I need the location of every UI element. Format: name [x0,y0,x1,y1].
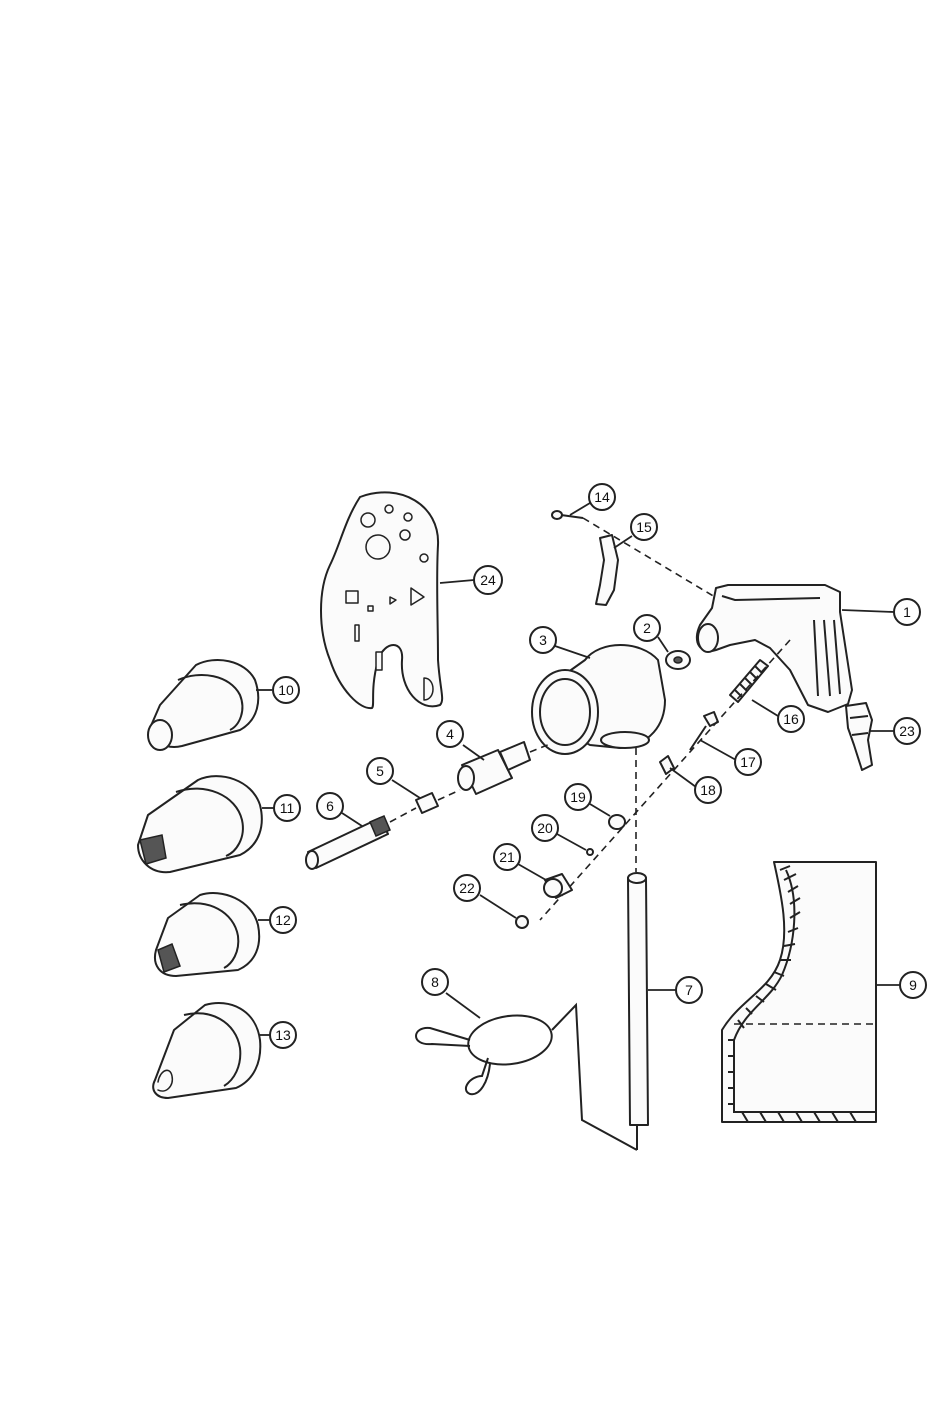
callout-24: 24 [474,566,502,594]
callout-23: 23 [894,718,920,744]
svg-text:1: 1 [903,604,911,620]
part-13-nozzle-cone [153,1003,270,1098]
svg-text:21: 21 [499,849,515,865]
part-15-trigger [596,535,632,605]
part-4-coupling [458,742,550,794]
svg-text:22: 22 [459,880,475,896]
part-14-pin [552,503,590,519]
svg-text:19: 19 [570,789,586,805]
svg-text:11: 11 [280,800,295,816]
part-18-seat [660,756,696,787]
callout-21: 21 [494,844,520,870]
svg-text:6: 6 [326,798,334,814]
svg-text:18: 18 [700,782,716,798]
callout-16: 16 [778,706,804,732]
svg-text:10: 10 [278,682,294,698]
svg-text:13: 13 [275,1027,291,1043]
callout-5: 5 [367,758,393,784]
part-8-wire-hanger [416,993,637,1150]
part-3-hopper-elbow [532,645,665,754]
part-24-stencil-palette [321,492,474,708]
part-12-nozzle-cone [155,893,270,976]
svg-text:8: 8 [431,974,439,990]
callout-9: 9 [900,972,926,998]
part-23-air-fitting [846,703,894,770]
svg-text:15: 15 [636,519,652,535]
part-19-nut [590,804,625,829]
svg-text:14: 14 [594,489,610,505]
part-2-nut [658,637,690,669]
svg-text:24: 24 [480,572,496,588]
callout-22: 22 [454,875,480,901]
part-17-valve-stem [690,712,736,760]
callout-6: 6 [317,793,343,819]
callout-20: 20 [532,815,558,841]
part-7-vertical-tube [628,873,676,1150]
part-22-tip [480,895,528,928]
callout-7: 7 [676,977,702,1003]
part-21-nozzle [518,864,572,898]
part-11-nozzle-cone [138,776,274,872]
part-5-connector [392,780,460,813]
svg-text:5: 5 [376,763,384,779]
svg-text:2: 2 [643,620,651,636]
callout-15: 15 [631,514,657,540]
svg-text:16: 16 [783,711,799,727]
part-20-o-ring [557,834,593,855]
callout-13: 13 [270,1022,296,1048]
callout-18: 18 [695,777,721,803]
svg-text:17: 17 [740,754,756,770]
svg-text:20: 20 [537,820,553,836]
svg-text:7: 7 [685,982,693,998]
part-9-collection-bag [722,862,900,1122]
svg-text:3: 3 [539,632,547,648]
callout-17: 17 [735,749,761,775]
part-16-spring [730,660,778,716]
callout-8: 8 [422,969,448,995]
callout-12: 12 [270,907,296,933]
svg-text:9: 9 [909,977,917,993]
callout-11: 11 [274,795,300,821]
part-1-gun-body [697,585,894,712]
svg-text:4: 4 [446,726,454,742]
part-10-nozzle-cone [148,660,272,750]
callout-19: 19 [565,784,591,810]
callout-2: 2 [634,615,660,641]
callout-4: 4 [437,721,463,747]
callout-10: 10 [273,677,299,703]
callout-1: 1 [894,599,920,625]
callout-3: 3 [530,627,556,653]
svg-text:12: 12 [275,912,291,928]
svg-text:23: 23 [899,723,915,739]
callout-14: 14 [589,484,615,510]
